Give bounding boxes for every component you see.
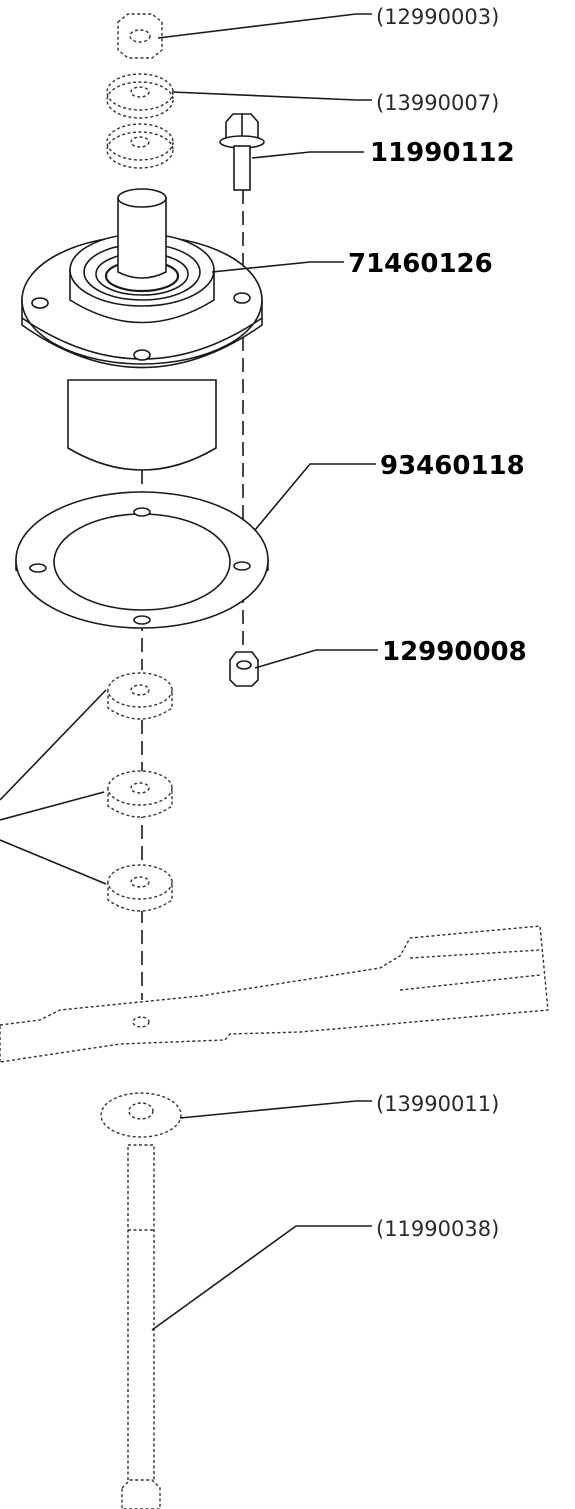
bolt-part [219,113,265,191]
plate-part [15,491,269,629]
top-nut-leader [157,13,372,39]
spindle-part [21,188,263,471]
label-plate: 93460118 [380,451,525,481]
spacer-leader-1 [0,689,107,801]
blade-washer-part [100,1092,182,1138]
spindle-bolt-part [121,1144,161,1509]
nut-leader [254,649,378,669]
plate-leader [254,463,376,531]
label-nut: 12990008 [382,637,527,667]
spacer-leader-3 [0,839,107,885]
nut-part [229,651,259,687]
bolt-leader [251,151,364,159]
label-top-nut: (12990003) [376,5,499,29]
spindle-leader [211,261,344,273]
blade-washer-leader [179,1100,372,1119]
label-bolt: 11990112 [370,138,515,168]
label-blade-washer: (13990011) [376,1092,499,1116]
spacer-leader-2 [0,791,105,821]
spindle-bolt-leader [151,1225,372,1331]
label-spindle-bolt: (11990038) [376,1217,499,1241]
top-washer-part [106,73,174,169]
top-washer-leader [171,91,372,101]
label-spindle: 71460126 [348,249,493,279]
spacer-parts [107,672,173,912]
blade-part [0,925,549,1063]
label-top-washer: (13990007) [376,91,499,115]
top-nut-part [117,13,163,59]
